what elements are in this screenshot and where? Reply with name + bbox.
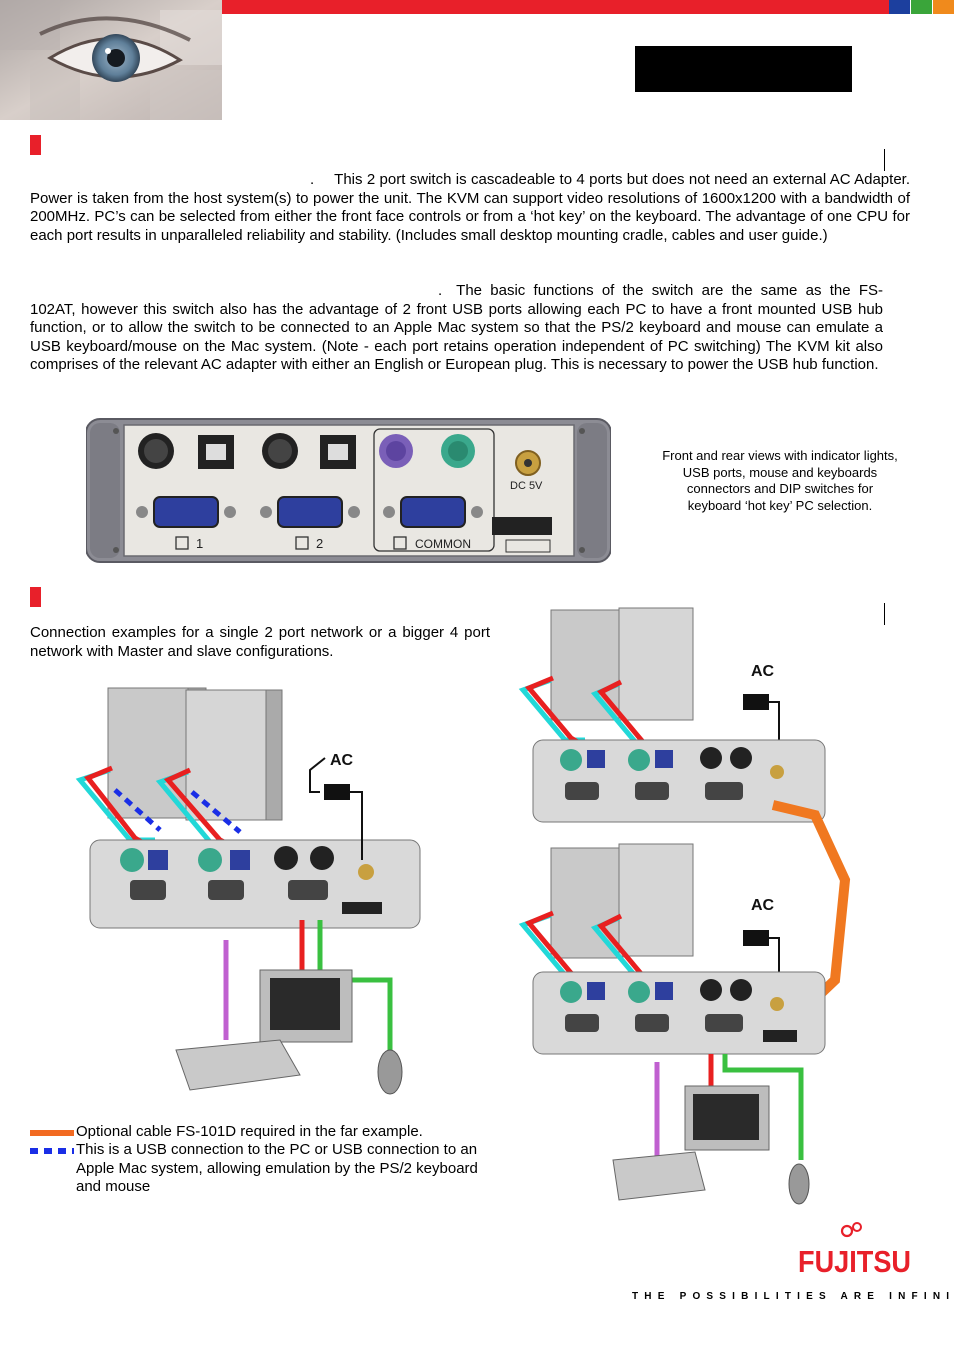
panel-port-1-label: 1 bbox=[196, 536, 203, 551]
fujitsu-logo-text: FUJITSU bbox=[798, 1244, 911, 1278]
section-divider-line-2 bbox=[884, 603, 885, 625]
panel-common-label: COMMON bbox=[415, 537, 471, 551]
paragraph-1-lead: . bbox=[310, 171, 315, 188]
connection-examples-text: Connection examples for a single 2 port … bbox=[30, 624, 490, 660]
section-divider-line-1 bbox=[884, 149, 885, 171]
diagram-2-port: AC bbox=[70, 680, 430, 1100]
paragraph-fs102at: .This 2 port switch is cascadeable to 4 … bbox=[30, 171, 910, 245]
diagram-2-ac-label-bottom: AC bbox=[751, 897, 775, 914]
legend-orange-swatch bbox=[30, 1130, 74, 1136]
eye-photo bbox=[0, 0, 222, 120]
header-orange-square bbox=[933, 0, 954, 14]
panel-dc-label: DC 5V bbox=[510, 480, 543, 492]
rear-panel-image: 1 2 COMMON DC 5V bbox=[85, 417, 612, 564]
section-marker-1 bbox=[30, 135, 41, 155]
paragraph-1-text: This 2 port switch is cascadeable to 4 p… bbox=[30, 171, 910, 244]
section-marker-2 bbox=[30, 587, 41, 607]
header-red-bar bbox=[160, 0, 890, 14]
legend-blue-text: This is a USB connection to the PC or US… bbox=[76, 1141, 478, 1195]
paragraph-fs102u: .The basic functions of the switch are t… bbox=[30, 282, 883, 375]
fujitsu-logo: FUJITSU bbox=[797, 1222, 913, 1279]
header-blue-square bbox=[889, 0, 910, 14]
panel-port-2-label: 2 bbox=[316, 536, 323, 551]
fujitsu-tagline: THE POSSIBILITIES ARE INFINITE bbox=[632, 1291, 954, 1302]
diagram-4-port: AC AC bbox=[515, 600, 860, 1210]
header-green-square bbox=[911, 0, 932, 14]
title-black-box bbox=[635, 46, 852, 92]
legend-orange-text: Optional cable FS-101D required in the f… bbox=[76, 1123, 423, 1140]
diagram-1-ac-label: AC bbox=[330, 752, 354, 769]
diagram-2-ac-label-top: AC bbox=[751, 663, 775, 680]
panel-caption: Front and rear views with indicator ligh… bbox=[662, 448, 898, 513]
legend-blue-swatch bbox=[30, 1148, 74, 1154]
paragraph-2-text: The basic functions of the switch are th… bbox=[30, 282, 883, 373]
paragraph-2-lead: . bbox=[438, 282, 443, 299]
